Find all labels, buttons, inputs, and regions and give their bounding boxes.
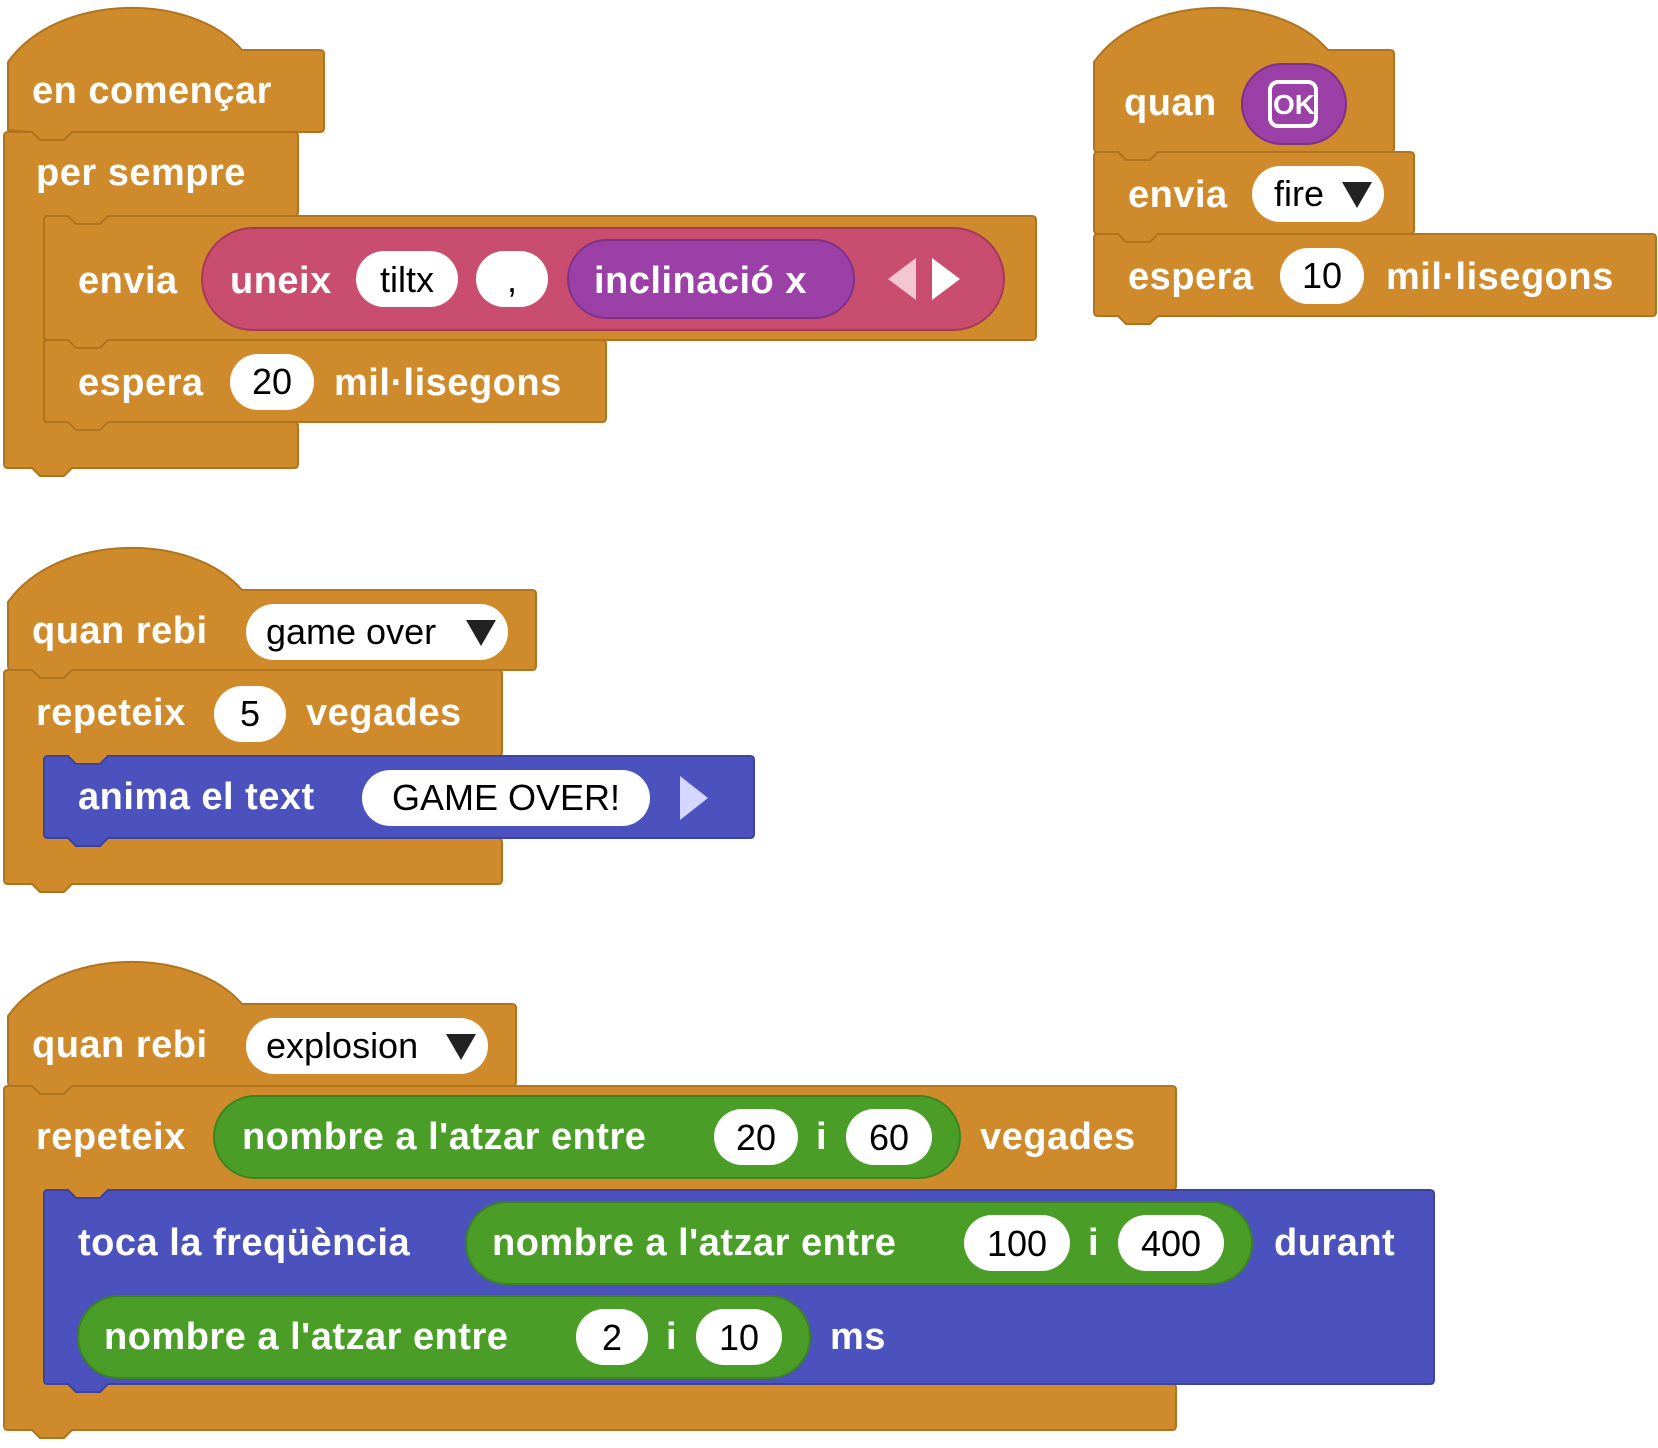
send-fire-label: envia [1128,174,1228,216]
button-ok-text: OK [1273,89,1315,120]
hat-label-on-button: quan [1124,82,1217,124]
dur-max[interactable]: 10 [718,1317,760,1358]
freq-max[interactable]: 400 [1140,1223,1202,1264]
forever-label: per sempre [36,152,246,194]
animate-label: anima el text [78,776,315,818]
repeat-min-field[interactable] [714,1109,798,1165]
arrow-right-icon[interactable] [932,258,960,300]
animate-text-value[interactable]: GAME OVER! [391,777,621,818]
during-label: durant [1274,1222,1396,1264]
hat-label-game-over: quan rebi [32,610,208,652]
wait-value-2[interactable]: 10 [1301,255,1343,296]
dropdown-arrow-icon [1342,182,1372,208]
wait-value-field[interactable] [230,354,314,410]
join-item-1-field[interactable] [356,251,458,307]
ok-button-icon [1268,80,1318,128]
wait-value-field-2[interactable] [1280,248,1364,304]
random-label-1: nombre a l'atzar entre [242,1116,647,1158]
button-ok-field[interactable] [1241,63,1347,145]
repeat-count-field[interactable] [214,686,286,742]
script-on-explosion[interactable] [3,961,1435,1439]
dur-min-field[interactable] [576,1309,648,1365]
wait-unit: mil·lisegons [334,362,562,404]
random-label-3: nombre a l'atzar entre [104,1316,509,1358]
freq-min-field[interactable] [964,1215,1070,1271]
game-over-dropdown-value[interactable]: game over [266,611,437,652]
repeat-max[interactable]: 60 [868,1117,910,1158]
tilt-x-reporter[interactable] [567,239,855,319]
hat-label-explosion: quan rebi [32,1024,208,1066]
random-label-2: nombre a l'atzar entre [492,1222,897,1264]
join-label: uneix [230,260,332,302]
explosion-dropdown-field[interactable] [246,1018,488,1074]
tone-label: toca la freqüència [78,1222,411,1264]
script-on-button[interactable] [1093,7,1657,325]
hat-label-on-start: en començar [32,70,272,112]
send-label: envia [78,260,178,302]
fire-dropdown-value[interactable]: fire [1274,173,1325,214]
repeat-unit-2: vegades [980,1116,1136,1158]
explosion-dropdown-value[interactable]: explosion [266,1025,419,1066]
join-item-2[interactable]: , [506,259,517,300]
dropdown-arrow-icon [466,620,496,646]
script-on-game-over[interactable] [3,547,755,893]
game-over-dropdown[interactable] [246,604,508,660]
ms-label: ms [830,1316,886,1358]
random-and-3: i [666,1316,678,1358]
dur-max-field[interactable] [696,1309,782,1365]
wait-label: espera [78,362,204,404]
animate-text-field[interactable] [362,770,650,826]
dur-min[interactable]: 2 [601,1317,623,1358]
wait-label-2: espera [1128,256,1254,298]
freq-max-field[interactable] [1118,1215,1224,1271]
arrow-right-icon[interactable] [680,776,708,820]
join-item-1[interactable]: tiltx [380,259,434,300]
repeat-count[interactable]: 5 [239,693,261,734]
wait-value[interactable]: 20 [251,361,293,402]
freq-min[interactable]: 100 [986,1223,1048,1264]
repeat-label: repeteix [36,692,186,734]
random-and-2: i [1088,1222,1100,1264]
wait-block[interactable] [43,339,607,431]
repeat-label-2: repeteix [36,1116,186,1158]
arrow-left-icon[interactable] [888,258,916,300]
tilt-x-label: inclinació x [594,260,807,302]
repeat-max-field[interactable] [846,1109,932,1165]
fire-dropdown[interactable] [1252,166,1384,222]
hat-block-on-start[interactable] [7,7,325,141]
random-and-1: i [816,1116,828,1158]
repeat-unit: vegades [306,692,462,734]
wait-block-2[interactable] [1093,233,1657,325]
join-item-2-field[interactable] [476,251,548,307]
wait-unit-2: mil·lisegons [1386,256,1614,298]
repeat-min[interactable]: 20 [735,1117,777,1158]
script-on-start[interactable] [3,7,1037,477]
